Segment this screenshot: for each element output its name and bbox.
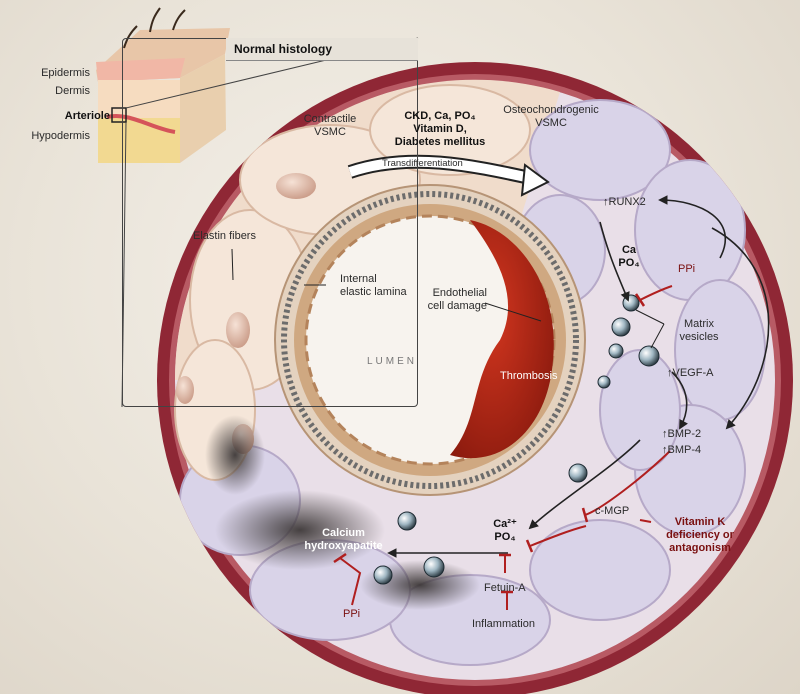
label-inflammation: Inflammation (472, 618, 535, 630)
calcium-deposit-3 (205, 415, 265, 495)
label-contractile-vsmc: Contractile VSMC (303, 113, 357, 138)
label-ca-po4-top: Ca PO₄ (618, 244, 640, 269)
leader-lines (231, 248, 665, 349)
label-endothelial-damage: Endothelial cell damage (427, 287, 487, 312)
internal-elastic-lamina (281, 191, 579, 489)
label-elastin-fibers: Elastin fibers (193, 230, 256, 242)
label-internal-elastic-lamina: Internal elastic lamina (340, 273, 407, 298)
label-vitamin-k: Vitamin K deficiency or antagonism (666, 516, 734, 554)
thrombus (450, 220, 554, 459)
label-calcium-hydroxyapatite: Calcium hydroxyapatite (304, 527, 383, 552)
label-ppi-bottom: PPi (343, 608, 361, 620)
label-matrix-vesicles: Matrix vesicles (679, 318, 719, 343)
normal-histology-inset (122, 38, 418, 407)
calcium-deposit-1 (215, 490, 385, 570)
label-lumen: LUMEN (367, 356, 418, 367)
label-risk-factors: CKD, Ca, PO₄ Vitamin D, Diabetes mellitu… (394, 110, 486, 148)
label-ca2-po4-bottom: Ca²⁺ PO₄ (493, 518, 517, 543)
skin-block (96, 7, 230, 163)
label-thrombosis: Thrombosis (500, 370, 558, 382)
inset-title-bar (226, 38, 418, 61)
label-c-mgp: c-MGP (595, 505, 630, 517)
label-bmp2: ↑BMP-2 (662, 428, 702, 440)
label-osteochondrogenic-vsmc: Osteochondrogenic VSMC (503, 104, 599, 129)
skin-label-dermis: Dermis (55, 85, 90, 97)
matrix-vesicles (373, 294, 660, 585)
label-ppi-top: PPi (678, 263, 696, 275)
inhibition-lines (339, 285, 673, 610)
label-vegf-a: ↑VEGF-A (667, 367, 714, 379)
inhibition-bars (333, 293, 646, 594)
transdifferentiation-arrowhead (520, 163, 550, 197)
skin-label-hypodermis: Hypodermis (31, 130, 90, 142)
pathway-arrows (387, 195, 770, 558)
label-runx2: ↑RUNX2 (603, 196, 646, 208)
skin-label-arteriole: Arteriole (64, 110, 110, 122)
skin-label-epidermis: Epidermis (41, 67, 90, 79)
label-transdifferentiation: Transdifferentiation (382, 158, 463, 169)
label-bmp4: ↑BMP-4 (662, 444, 702, 456)
label-fetuin-a: Fetuin-A (484, 582, 526, 594)
inset-title: Normal histology (234, 42, 333, 56)
